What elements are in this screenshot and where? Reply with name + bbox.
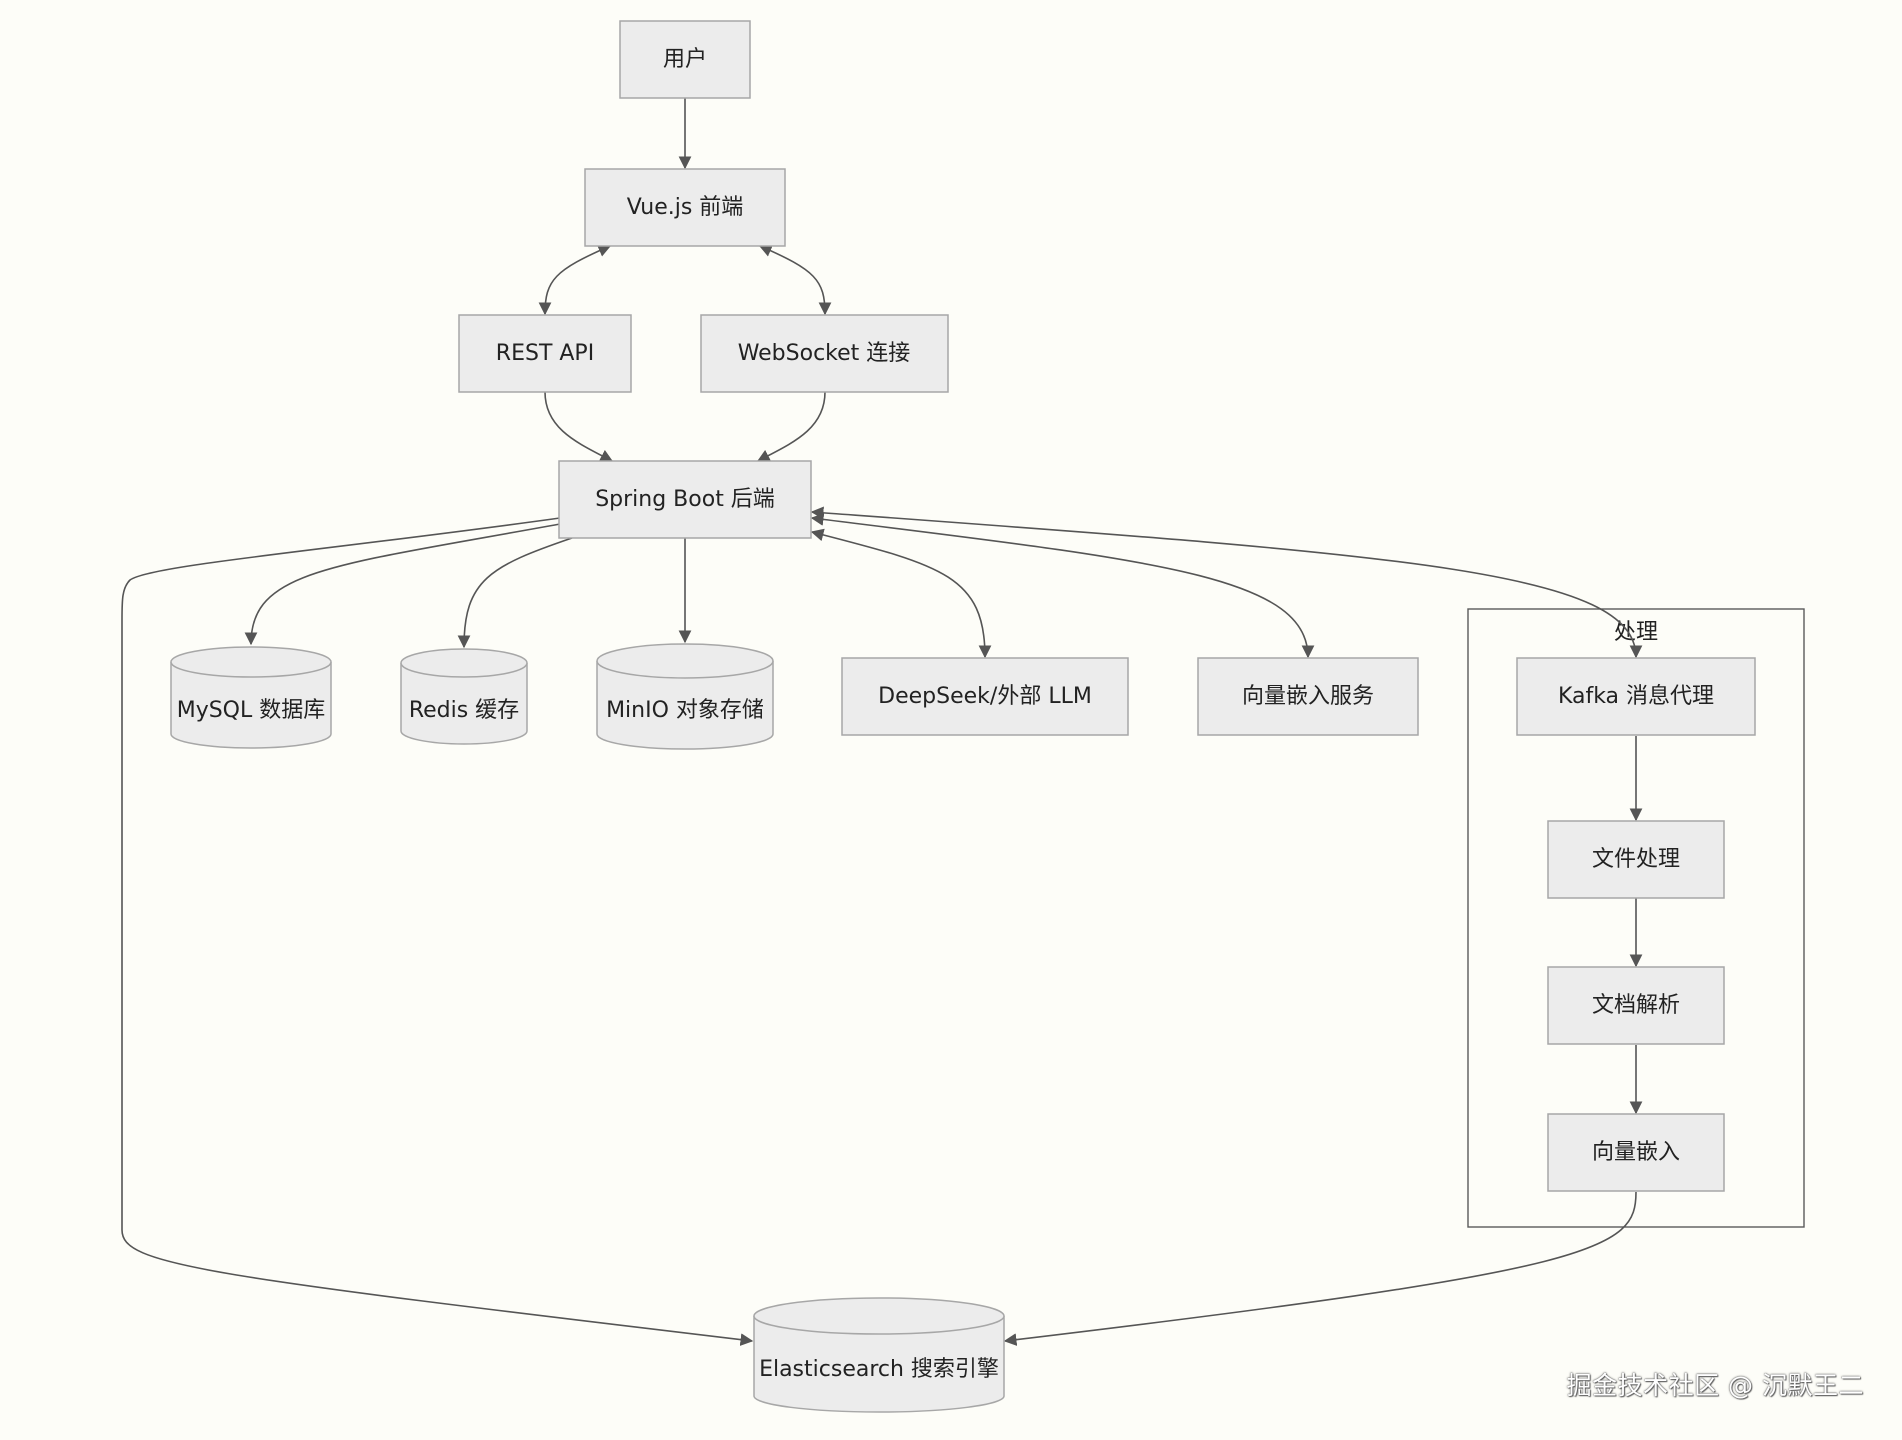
edge-spring-kafka (810, 506, 1643, 659)
node-rest-api[interactable]: REST API (458, 314, 632, 393)
node-doc-parsing-label: 文档解析 (1592, 993, 1680, 1018)
edge-rest-spring (544, 391, 614, 462)
node-vue-frontend-label: Vue.js 前端 (627, 195, 744, 220)
edge-spring-mysql (244, 523, 561, 646)
node-doc-parsing[interactable]: 文档解析 (1547, 966, 1725, 1045)
node-rest-api-label: REST API (496, 341, 594, 366)
node-file-processing[interactable]: 文件处理 (1547, 820, 1725, 899)
watermark: 掘金技术社区 @ 沉默王二 (1566, 1371, 1864, 1400)
node-user[interactable]: 用户 (619, 20, 751, 99)
node-minio-label: MinIO 对象存储 (606, 698, 764, 723)
edge-websocket-spring (756, 391, 826, 462)
node-websocket-label: WebSocket 连接 (738, 341, 911, 366)
edge-vue-websocket (758, 244, 832, 316)
node-user-label: 用户 (663, 47, 707, 72)
node-spring-boot-label: Spring Boot 后端 (595, 487, 775, 512)
node-vector-embedding[interactable]: 向量嵌入 (1547, 1113, 1725, 1192)
node-kafka[interactable]: Kafka 消息代理 (1516, 657, 1756, 736)
node-redis[interactable]: Redis 缓存 (400, 648, 528, 745)
node-vector-embedding-label: 向量嵌入 (1592, 1140, 1680, 1165)
edges (121, 98, 1643, 1346)
node-redis-label: Redis 缓存 (409, 698, 519, 723)
node-file-processing-label: 文件处理 (1592, 847, 1680, 872)
node-elasticsearch[interactable]: Elasticsearch 搜索引擎 (753, 1297, 1005, 1413)
node-spring-boot[interactable]: Spring Boot 后端 (558, 460, 812, 539)
node-minio[interactable]: MinIO 对象存储 (596, 643, 774, 750)
node-websocket[interactable]: WebSocket 连接 (700, 314, 949, 393)
edge-vue-rest (538, 244, 612, 316)
node-vue-frontend[interactable]: Vue.js 前端 (584, 168, 786, 247)
edge-spring-elasticsearch (121, 517, 754, 1346)
node-elasticsearch-label: Elasticsearch 搜索引擎 (759, 1357, 999, 1382)
node-vector-service-label: 向量嵌入服务 (1242, 684, 1374, 709)
node-vector-service[interactable]: 向量嵌入服务 (1197, 657, 1419, 736)
node-deepseek[interactable]: DeepSeek/外部 LLM (841, 657, 1129, 736)
node-mysql-label: MySQL 数据库 (177, 698, 326, 723)
edge-spring-redis (457, 537, 573, 649)
edge-spring-vector-service (810, 513, 1315, 659)
edge-vector-embedding-elasticsearch (1003, 1191, 1637, 1346)
node-mysql[interactable]: MySQL 数据库 (170, 646, 332, 749)
node-kafka-label: Kafka 消息代理 (1558, 684, 1714, 709)
edge-spring-deepseek (810, 528, 992, 659)
node-deepseek-label: DeepSeek/外部 LLM (878, 684, 1092, 709)
